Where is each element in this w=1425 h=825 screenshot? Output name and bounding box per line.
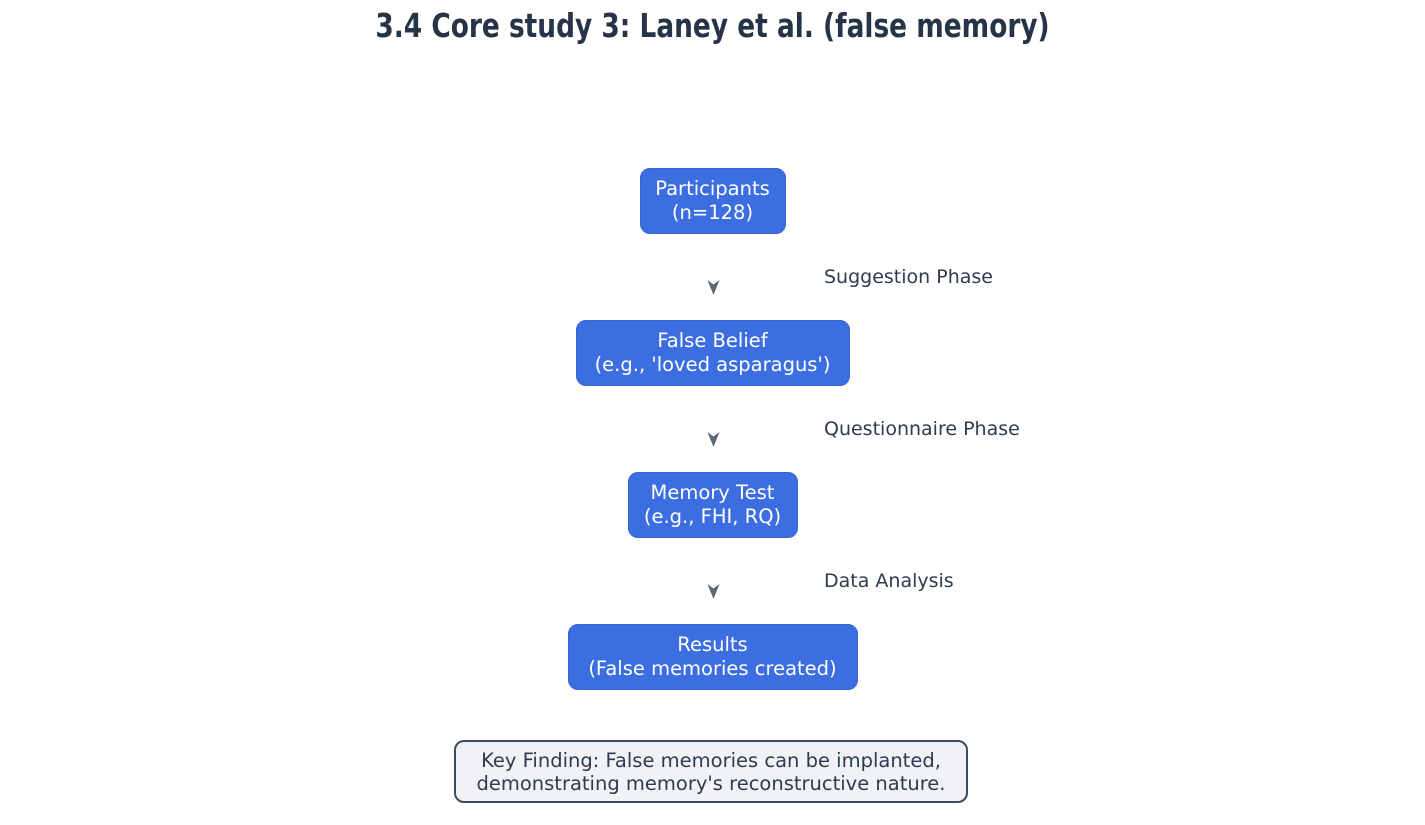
node-line2: (n=128) — [671, 201, 754, 224]
node-line2: (e.g., FHI, RQ) — [643, 505, 782, 528]
node-line1: Participants — [655, 177, 770, 200]
page-title: 3.4 Core study 3: Laney et al. (false me… — [375, 6, 1050, 45]
key-finding-box: Key Finding: False memories can be impla… — [454, 740, 968, 803]
node-line1: False Belief — [657, 329, 768, 352]
flow-node-participants: Participants (n=128) — [639, 168, 786, 234]
arrow-down-icon — [707, 584, 720, 599]
edge-label-questionnaire-phase: Questionnaire Phase — [824, 418, 1020, 440]
node-line2: (e.g., 'loved asparagus') — [594, 353, 831, 376]
node-line1: Memory Test — [650, 481, 775, 504]
flow-node-memory-test: Memory Test (e.g., FHI, RQ) — [627, 472, 798, 538]
arrow-down-icon — [707, 280, 720, 295]
flow-node-false-belief: False Belief (e.g., 'loved asparagus') — [575, 320, 850, 386]
node-line1: Results — [677, 633, 748, 656]
edge-label-data-analysis: Data Analysis — [824, 570, 954, 592]
arrow-down-icon — [707, 432, 720, 447]
flow-node-results: Results (False memories created) — [567, 624, 858, 690]
node-line2: (False memories created) — [588, 657, 837, 680]
key-finding-line2: demonstrating memory's reconstructive na… — [476, 771, 946, 795]
edge-label-suggestion-phase: Suggestion Phase — [824, 266, 993, 288]
key-finding-line1: Key Finding: False memories can be impla… — [481, 748, 941, 772]
